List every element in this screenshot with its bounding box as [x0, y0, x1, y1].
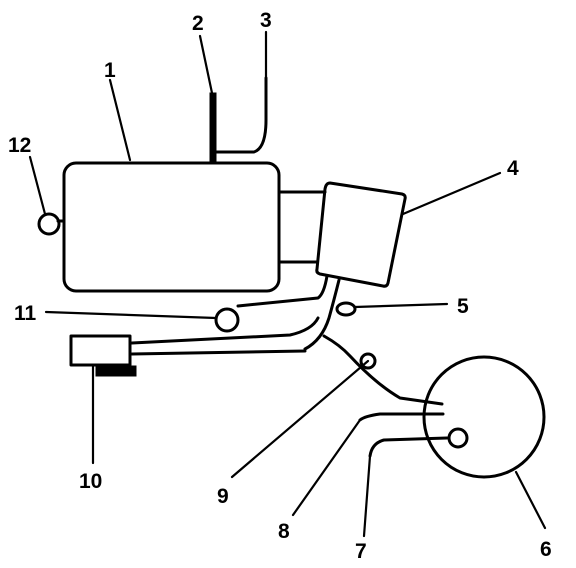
hose-to-sensor-upper	[322, 334, 444, 406]
leader-5	[353, 302, 449, 309]
callout-9: 9	[217, 485, 229, 508]
callout-1: 1	[104, 59, 116, 82]
leader-8	[291, 418, 362, 517]
callout-10: 10	[79, 470, 102, 493]
hose-to-connector-lower	[130, 349, 307, 356]
curved-hose	[214, 76, 268, 154]
leader-12	[28, 155, 47, 216]
leader-4	[401, 171, 502, 216]
angled-valve	[315, 181, 407, 288]
hose-to-sensor-middle	[358, 412, 445, 422]
electrical-connector	[69, 334, 132, 367]
main-housing	[62, 161, 281, 293]
hose-to-connector-upper	[130, 316, 320, 345]
housing-neck	[277, 190, 327, 264]
hose-valve-to-fitting	[236, 274, 329, 308]
callout-7: 7	[355, 540, 367, 563]
callout-2: 2	[192, 12, 204, 35]
hose-valve-down	[303, 278, 341, 351]
hose-clip	[335, 301, 357, 317]
callout-11: 11	[14, 302, 37, 325]
leader-11	[44, 310, 218, 320]
leader-7	[362, 454, 372, 538]
left-round-plug	[37, 212, 61, 236]
leader-9	[230, 359, 370, 479]
round-sensor	[422, 355, 546, 479]
callout-3: 3	[260, 9, 272, 32]
sensor-port	[447, 427, 469, 449]
connector-latch	[95, 365, 137, 377]
callout-6: 6	[540, 538, 552, 561]
callout-4: 4	[507, 157, 519, 180]
leader-6	[514, 470, 547, 530]
hose-loop	[359, 352, 377, 370]
leader-2	[198, 34, 214, 95]
callout-5: 5	[457, 295, 469, 318]
callout-8: 8	[278, 520, 290, 543]
callout-12: 12	[8, 134, 31, 157]
hose-to-sensor-lower	[368, 436, 449, 458]
leader-1	[108, 78, 132, 162]
round-fitting	[214, 307, 240, 333]
